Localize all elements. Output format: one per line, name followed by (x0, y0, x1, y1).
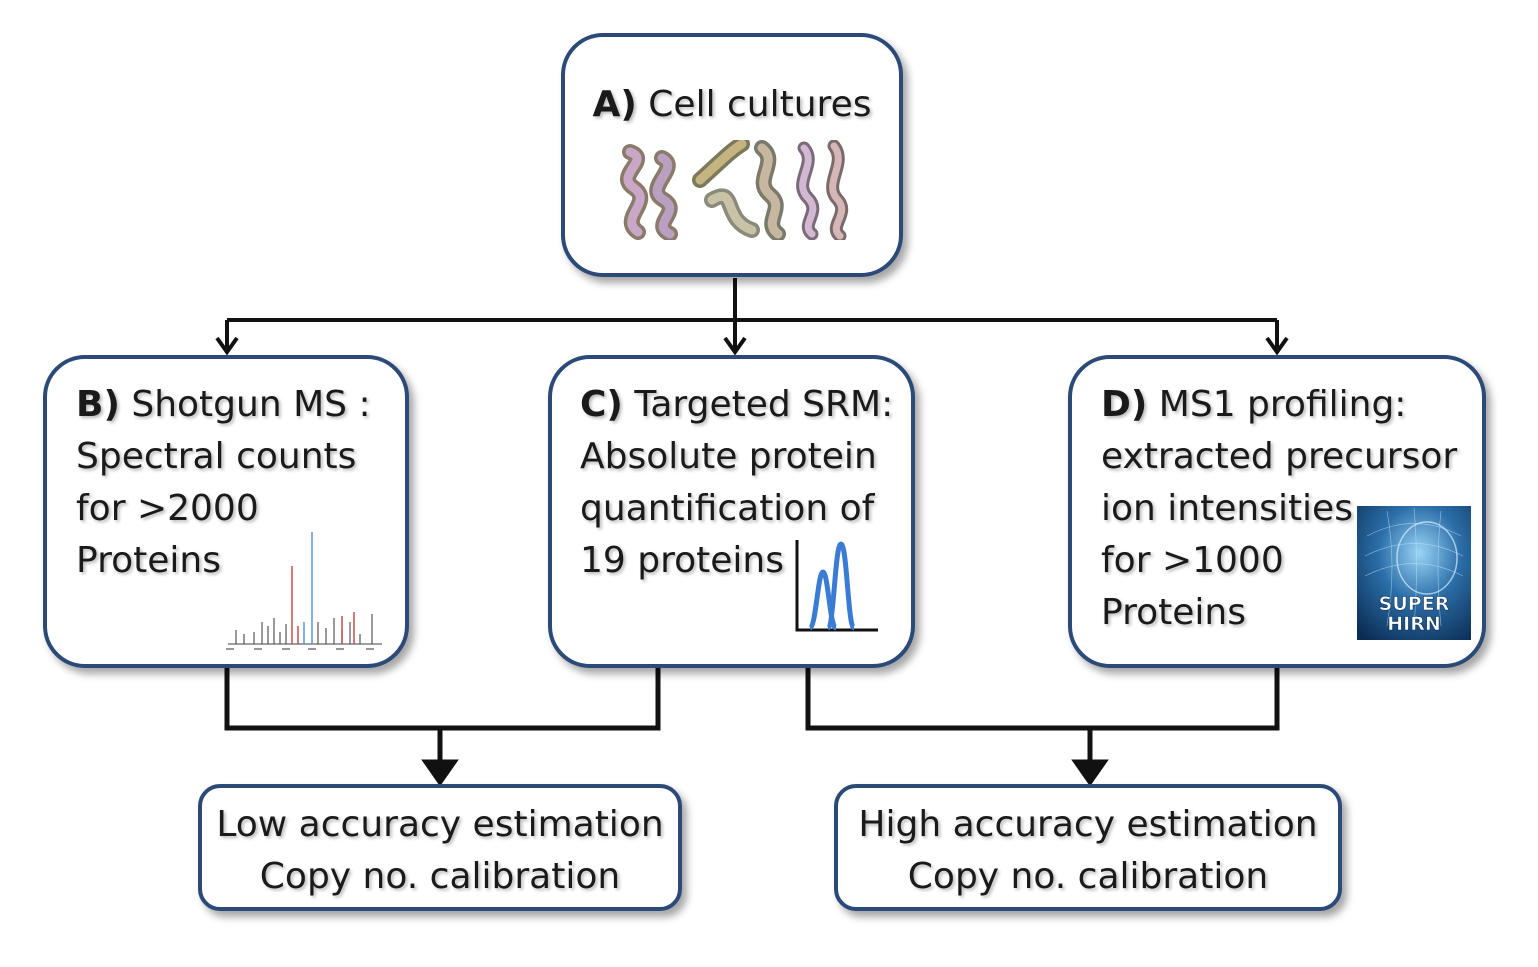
merge-connector-left (224, 668, 661, 787)
high-line-2: Copy no. calibration (907, 856, 1269, 897)
result-high-accuracy-text: High accuracy estimation Copy no. calibr… (834, 799, 1342, 903)
result-low-accuracy-text: Low accuracy estimation Copy no. calibra… (198, 799, 682, 903)
node-c-line-4: 19 proteins (580, 540, 784, 581)
chromatogram-peaks-icon (795, 540, 878, 632)
node-b-line-1: Shotgun MS : (131, 384, 371, 425)
node-c-line-3: quantification of (580, 488, 875, 529)
node-a-line: Cell cultures (648, 84, 872, 125)
node-ms1-profiling-text: D) MS1 profiling: extracted precursor io… (1101, 379, 1457, 639)
low-line-2: Copy no. calibration (259, 856, 621, 897)
node-c-line-1: Targeted SRM: (634, 384, 894, 425)
node-cell-cultures-title: A) Cell cultures (561, 79, 903, 131)
node-a-label: A) (592, 84, 637, 125)
node-b-line-4: Proteins (76, 540, 221, 581)
node-b-line-2: Spectral counts (76, 436, 357, 477)
node-shotgun-ms (43, 355, 409, 668)
node-d-line-2: extracted precursor (1101, 436, 1458, 477)
low-line-1: Low accuracy estimation (216, 804, 664, 845)
result-high-accuracy (834, 784, 1342, 911)
node-d-line-3: ion intensities (1101, 488, 1353, 529)
result-low-accuracy (198, 784, 682, 911)
node-targeted-srm (548, 355, 915, 668)
cell-culture-image-icon (620, 140, 849, 240)
mass-spectrum-icon (226, 532, 382, 650)
node-targeted-srm-text: C) Targeted SRM: Absolute protein quanti… (580, 379, 893, 587)
superhirn-logo-icon: SUPER HIRN (1357, 506, 1471, 640)
merge-connector-right (805, 668, 1280, 787)
logo-text-2: HIRN (1387, 613, 1441, 635)
node-c-line-2: Absolute protein (580, 436, 877, 477)
node-b-label: B) (76, 384, 120, 425)
split-connector (215, 278, 1289, 356)
logo-text-1: SUPER (1379, 593, 1450, 615)
node-c-label: C) (580, 384, 623, 425)
high-line-1: High accuracy estimation (858, 804, 1318, 845)
node-shotgun-ms-text: B) Shotgun MS : Spectral counts for >200… (76, 379, 371, 587)
node-d-line-4: for >1000 (1101, 540, 1284, 581)
node-d-line-1: MS1 profiling: (1158, 384, 1407, 425)
node-d-line-5: Proteins (1101, 592, 1246, 633)
node-d-label: D) (1101, 384, 1148, 425)
node-b-line-3: for >2000 (76, 488, 259, 529)
